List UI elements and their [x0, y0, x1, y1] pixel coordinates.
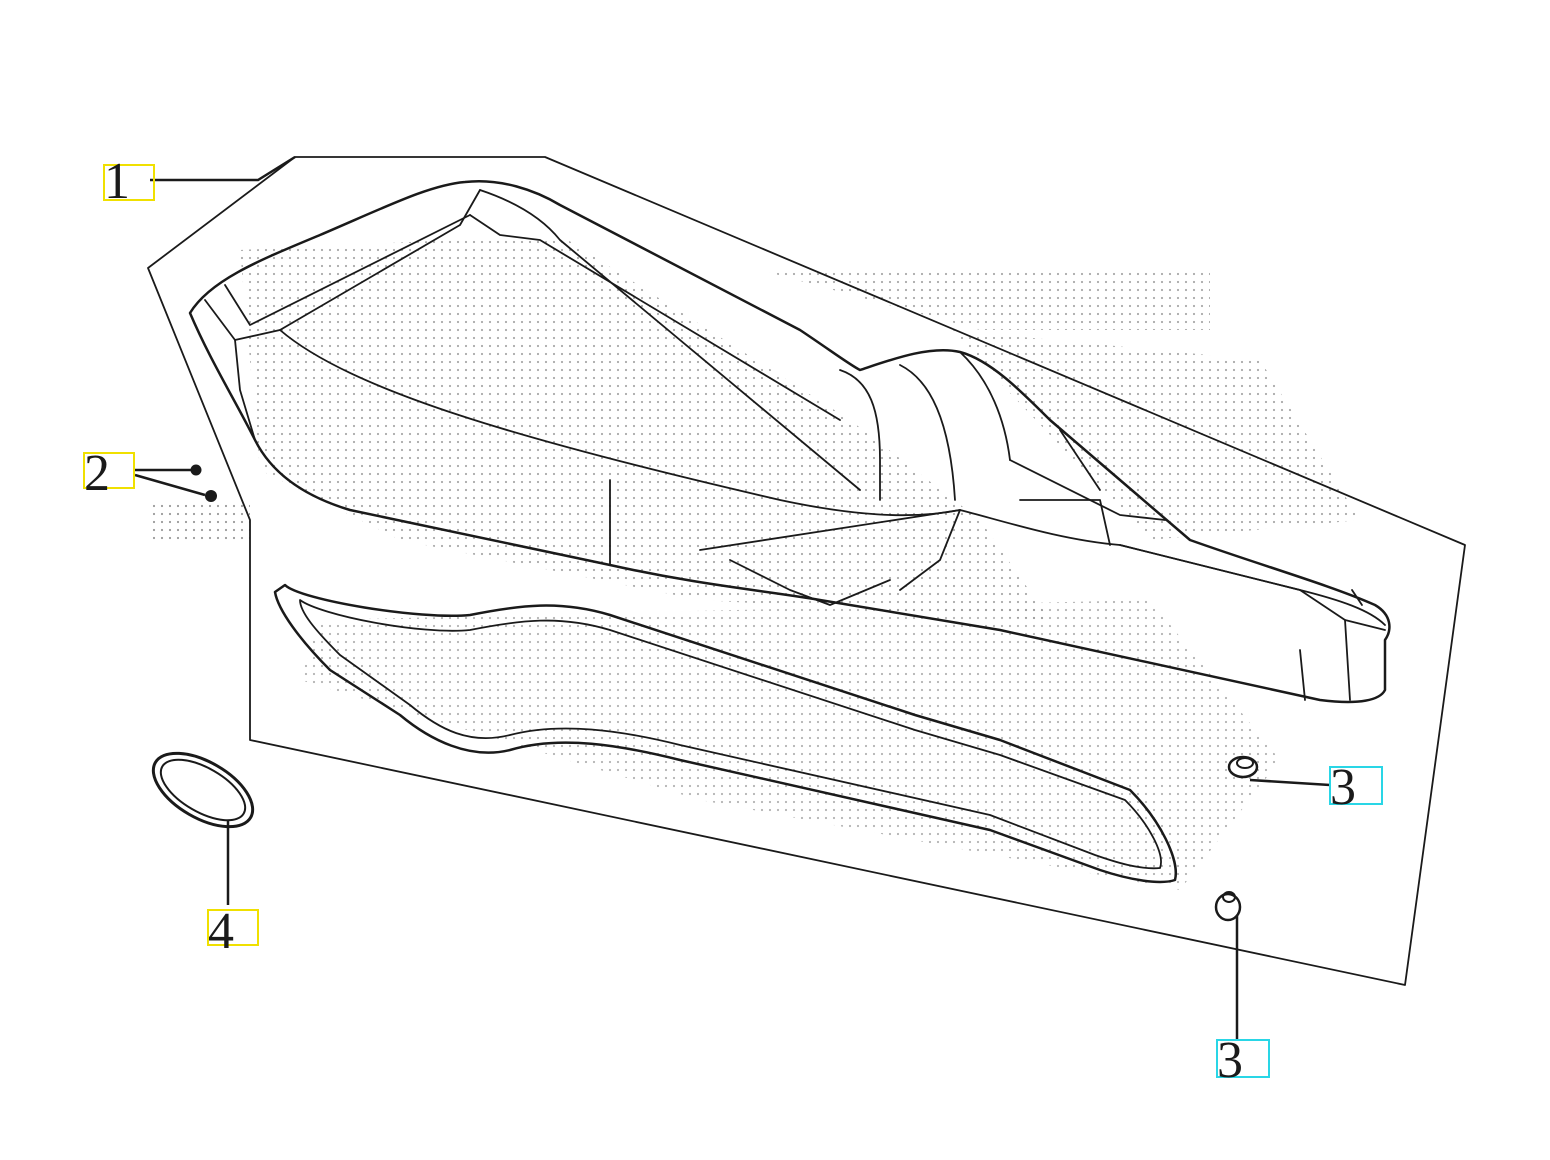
callout-label-1: 1 [104, 153, 130, 210]
callout-label-3b: 3 [1217, 1032, 1243, 1089]
callout-label-4: 4 [208, 903, 234, 960]
o-ring-icon [151, 751, 255, 829]
callout-label-3a: 3 [1330, 759, 1356, 816]
callout-3b: 3 [1216, 1032, 1270, 1089]
callout-4: 4 [207, 903, 259, 960]
callout-3a: 3 [1329, 759, 1383, 816]
leader-lines [134, 155, 1331, 1040]
callout-label-2: 2 [84, 445, 110, 502]
seat-icon [188, 180, 1391, 704]
assembly-boundary [147, 156, 1466, 986]
callout-1: 1 [103, 153, 155, 210]
grommet-icon [1214, 755, 1259, 922]
seat-gasket-icon [273, 583, 1178, 884]
callout-2: 2 [83, 445, 135, 502]
fastener-icon [190, 464, 217, 502]
stipple-shading [150, 235, 1360, 890]
